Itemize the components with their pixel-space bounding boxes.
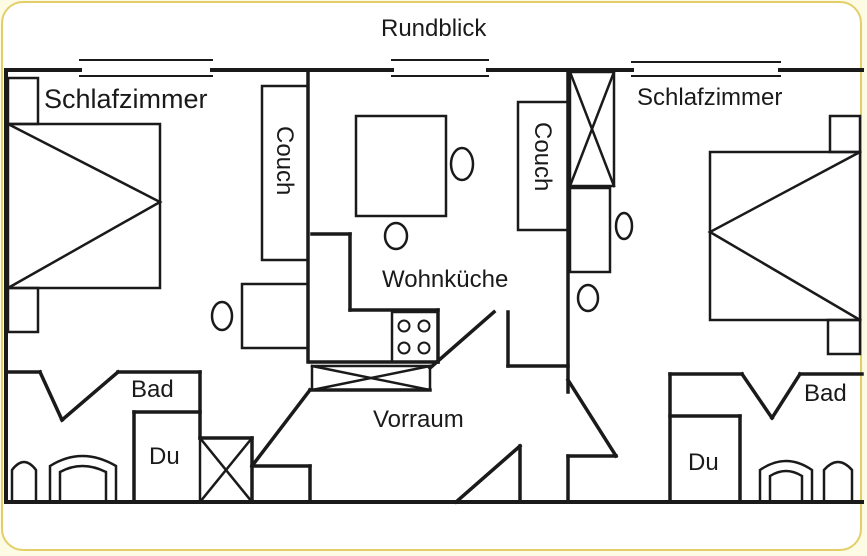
hallway-label: Vorraum [373,406,464,433]
bath-right-label: Bad [804,380,847,407]
furniture-outlines [6,70,862,504]
outer-walls [4,68,864,504]
bedroom-left-label: Schlafzimmer [44,84,208,114]
view-label: Rundblick [381,15,487,42]
bath-left-label: Bad [131,376,174,403]
living-kitchen-label: Wohnküche [382,266,509,293]
bedroom-right-label: Schlafzimmer [637,84,783,111]
shower-right-label: Du [688,449,719,476]
window-marks [79,59,781,77]
couch-left-label: Couch [271,126,298,196]
couch-right-label: Couch [529,122,556,192]
shower-left-label: Du [149,443,180,470]
stove-burners [397,319,431,355]
